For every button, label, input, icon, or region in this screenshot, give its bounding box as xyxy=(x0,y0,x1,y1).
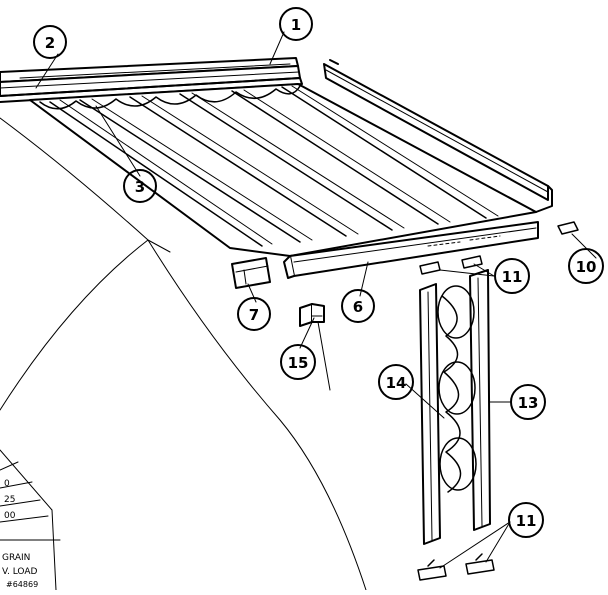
callout-14: 14 xyxy=(378,364,414,400)
bracket xyxy=(299,303,325,327)
callout-2: 2 xyxy=(33,25,67,59)
spec-table-fragment: 0 25 00 xyxy=(4,479,16,521)
side-channel xyxy=(323,59,553,213)
svg-text:15: 15 xyxy=(288,354,309,372)
table-row-1: 0 xyxy=(4,479,10,489)
callout-3: 3 xyxy=(123,169,157,203)
end-cap xyxy=(231,257,271,289)
fasteners-top xyxy=(419,255,483,275)
callout-6: 6 xyxy=(341,289,375,323)
support-column xyxy=(419,269,491,545)
callout-10: 10 xyxy=(568,248,604,284)
svg-text:2: 2 xyxy=(45,34,55,52)
svg-text:7: 7 xyxy=(249,306,259,324)
svg-text:11: 11 xyxy=(502,268,523,286)
header-rail xyxy=(0,57,303,103)
footer-line-2: V. LOAD xyxy=(2,567,37,577)
svg-text:1: 1 xyxy=(291,16,301,34)
svg-text:3: 3 xyxy=(135,178,145,196)
svg-text:14: 14 xyxy=(386,374,407,392)
callout-15: 15 xyxy=(280,344,316,380)
table-row-3: 00 xyxy=(4,511,16,521)
clip xyxy=(557,221,579,235)
roof-panel xyxy=(29,83,537,257)
footer-notes: GRAIN V. LOAD #64869 xyxy=(2,553,38,589)
svg-text:11: 11 xyxy=(516,512,537,530)
callout-7: 7 xyxy=(237,297,271,331)
background-lines xyxy=(0,117,367,591)
callout-11-top: 11 xyxy=(494,258,530,294)
callout-11-bottom: 11 xyxy=(508,502,544,538)
table-row-2: 25 xyxy=(4,495,15,505)
footer-line-1: GRAIN xyxy=(2,553,30,563)
feet xyxy=(417,553,495,581)
svg-text:6: 6 xyxy=(353,298,363,316)
svg-text:10: 10 xyxy=(576,258,597,276)
footer-line-3: #64869 xyxy=(6,580,38,589)
callout-13: 13 xyxy=(510,384,546,420)
svg-text:13: 13 xyxy=(518,394,539,412)
front-beam xyxy=(283,221,539,279)
leader-lines xyxy=(35,31,597,569)
callout-1: 1 xyxy=(279,7,313,41)
